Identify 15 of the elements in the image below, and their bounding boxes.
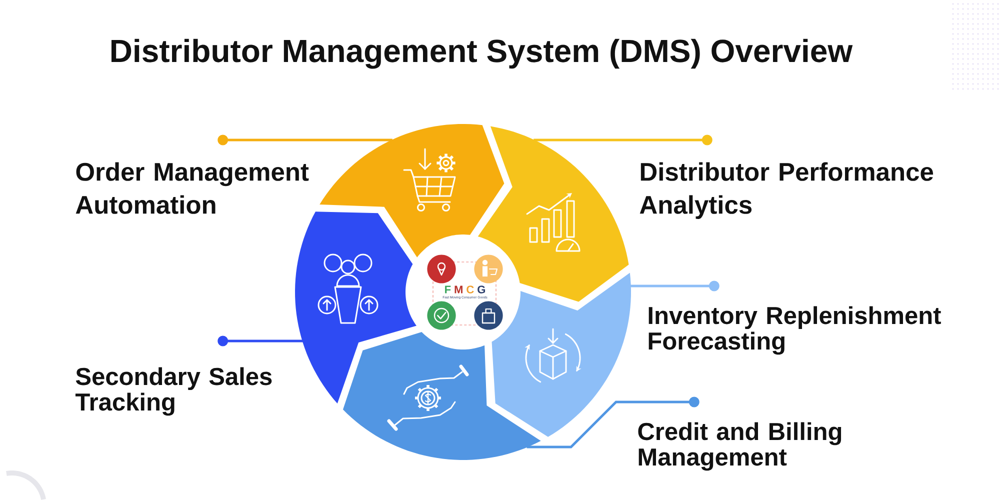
ring-segment (320, 124, 504, 258)
leader-line (218, 336, 303, 346)
title: Distributor Management System (DMS) Overview (112, 38, 853, 69)
leader-line (526, 396, 700, 448)
leader-line (218, 134, 392, 146)
ring-segment (492, 272, 631, 437)
leader-line (534, 134, 712, 146)
feature-label: Order Management Automation (76, 162, 309, 214)
ring-segment (478, 126, 629, 302)
feature-label: Inventory Replenishment Forecasting (648, 306, 941, 355)
ring-segment (342, 332, 541, 460)
leader-line (630, 280, 720, 292)
feature-label: Distributor Performance Analytics (640, 162, 934, 219)
feature-label: Credit and Billing Management (638, 422, 842, 471)
feature-label: Secondary Sales Tracking (75, 367, 272, 416)
